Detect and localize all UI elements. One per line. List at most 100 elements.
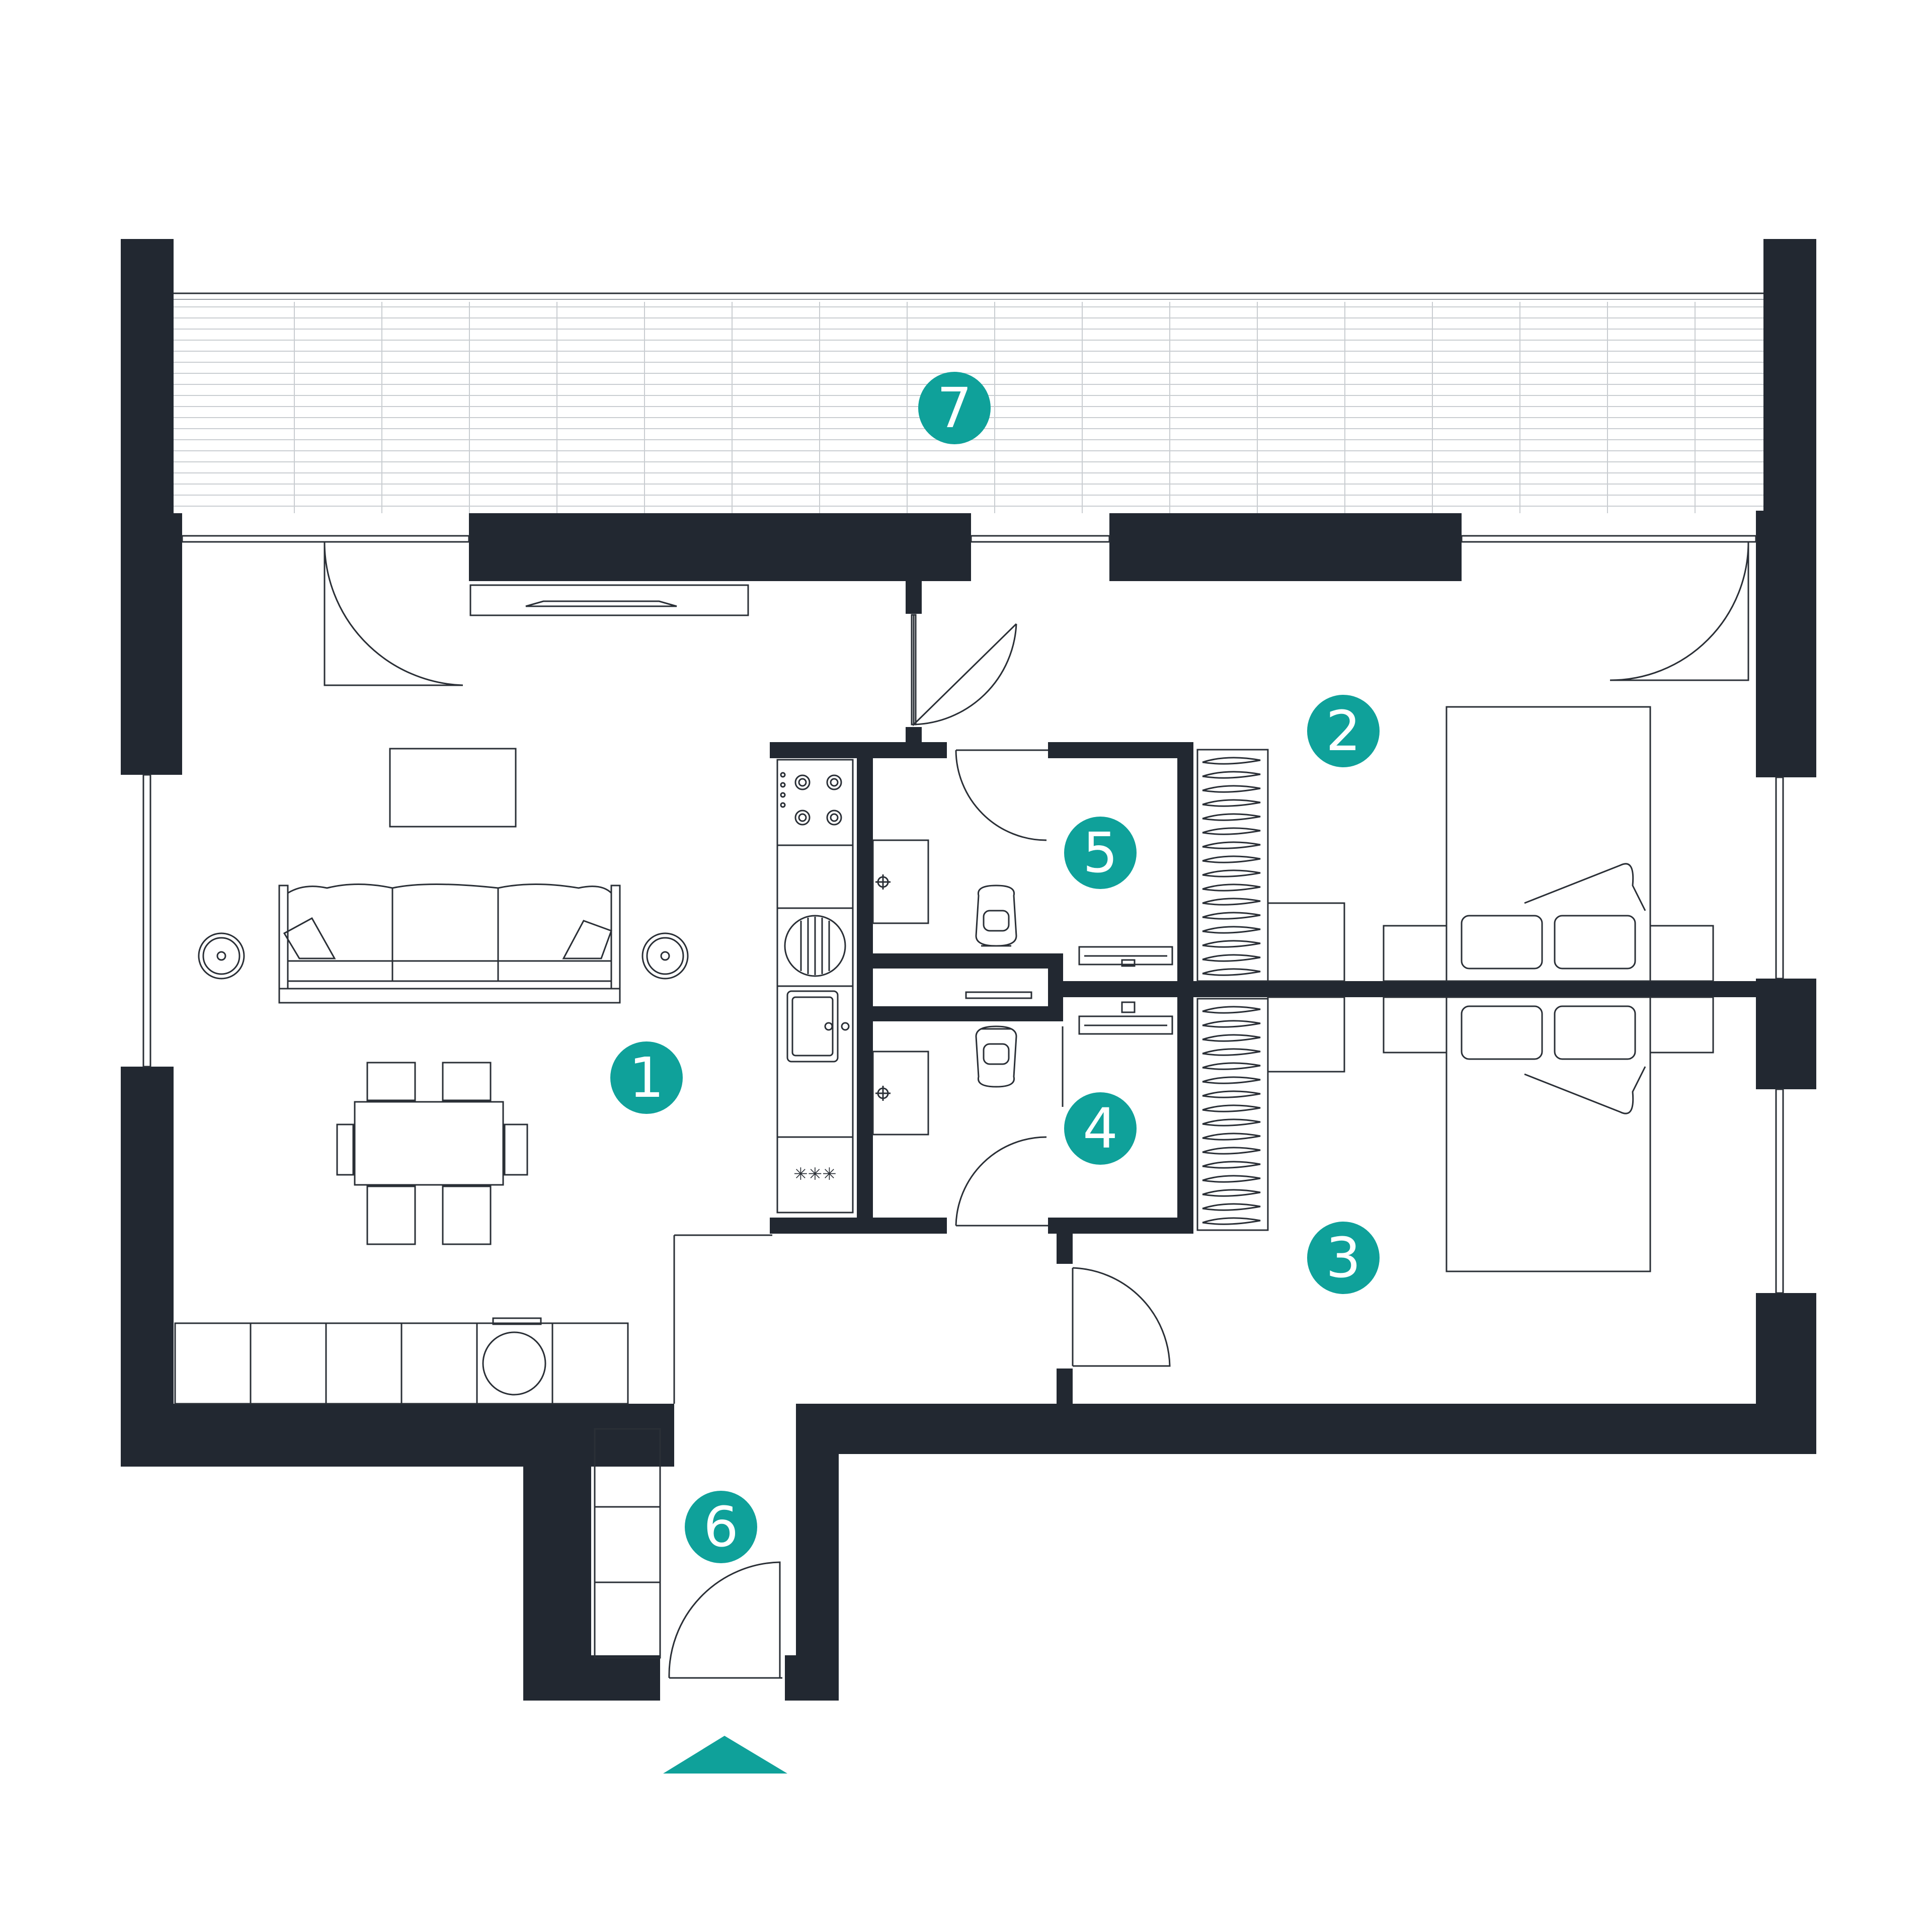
room-label-5: 5 bbox=[1064, 817, 1137, 889]
hanger-icon bbox=[1202, 757, 1261, 765]
tv-console bbox=[469, 584, 749, 616]
wall-bath-bottom bbox=[1048, 1218, 1192, 1234]
radiator bbox=[1078, 1015, 1173, 1035]
wall-terrace-right bbox=[1763, 239, 1816, 511]
hanger-icon bbox=[1202, 1118, 1261, 1126]
hanger-icon bbox=[1202, 1203, 1261, 1211]
wall-entry-left bbox=[523, 1404, 591, 1701]
hanger-icon bbox=[1202, 954, 1261, 962]
desk-bedroom-2 bbox=[1267, 902, 1345, 982]
washbasin-cabinet bbox=[872, 839, 929, 924]
hanger-icon bbox=[1202, 1034, 1261, 1042]
svg-text:3: 3 bbox=[1326, 1226, 1361, 1290]
room-label-1: 1 bbox=[610, 1041, 683, 1114]
chair bbox=[366, 1185, 416, 1245]
hanger-icon bbox=[1202, 799, 1261, 807]
hanger-icon bbox=[1202, 940, 1261, 948]
door-bedroom2-leaf bbox=[911, 614, 917, 726]
hanger-icon bbox=[1202, 785, 1261, 793]
doors bbox=[324, 541, 1749, 1679]
svg-text:4: 4 bbox=[1083, 1096, 1118, 1161]
room-label-6: 6 bbox=[685, 1491, 757, 1563]
hanger-icon bbox=[1202, 1020, 1261, 1028]
wall-wc-top bbox=[1048, 742, 1192, 758]
svg-text:2: 2 bbox=[1326, 699, 1361, 763]
balcony-door-bedroom bbox=[1609, 541, 1749, 681]
nightstand bbox=[1383, 996, 1447, 1054]
window-living-north bbox=[181, 535, 470, 543]
entrance-storage bbox=[594, 1428, 661, 1659]
hanger-icon bbox=[1202, 912, 1261, 920]
window-center-north bbox=[970, 535, 1110, 543]
toilet-icon bbox=[975, 1025, 1017, 1088]
side-lamp-right bbox=[641, 932, 689, 980]
hanger-icon bbox=[1202, 1133, 1261, 1141]
washbasin-tap-icon bbox=[875, 1086, 891, 1101]
chair bbox=[442, 1185, 492, 1245]
hanger-icon bbox=[1202, 1217, 1261, 1225]
wardrobe-bedroom-2 bbox=[1196, 749, 1269, 982]
bed-bedroom-3 bbox=[1383, 996, 1714, 1272]
bathroom bbox=[872, 991, 1173, 1136]
chair bbox=[366, 1062, 416, 1101]
pillow bbox=[1461, 1005, 1543, 1060]
hanger-icon bbox=[1202, 883, 1261, 892]
nightstand bbox=[1649, 996, 1714, 1054]
window-bedroom-north bbox=[1461, 535, 1757, 543]
wall-stub-door-top bbox=[906, 727, 922, 745]
dining-table bbox=[336, 1062, 528, 1245]
wall-stub-bed3-top bbox=[1057, 1234, 1073, 1264]
room-label-3: 3 bbox=[1307, 1222, 1380, 1294]
sofa-cushion-right bbox=[562, 920, 612, 959]
drainer-icon bbox=[784, 915, 846, 977]
pillow bbox=[1461, 915, 1543, 970]
sink-icon bbox=[786, 990, 850, 1063]
window-living-west bbox=[142, 774, 151, 1068]
fridge-icon: ✳✳✳ bbox=[793, 1164, 836, 1184]
hanger-icon bbox=[1202, 968, 1261, 976]
wardrobe-bedroom-3 bbox=[1196, 998, 1269, 1231]
washbasin-tap-icon bbox=[875, 874, 891, 890]
pillow bbox=[1554, 915, 1636, 970]
sofa bbox=[278, 883, 621, 1004]
hanger-icon bbox=[1202, 841, 1261, 849]
svg-text:1: 1 bbox=[629, 1045, 664, 1110]
door-bedroom2 bbox=[913, 615, 1017, 727]
wardrobes bbox=[1196, 749, 1269, 1231]
door-entrance bbox=[668, 1561, 782, 1679]
wall-north-block-right bbox=[1109, 513, 1462, 581]
interior-walls bbox=[770, 581, 1767, 1404]
hanger-icon bbox=[1202, 869, 1261, 877]
hanger-icon bbox=[1202, 1062, 1261, 1070]
chair bbox=[504, 1123, 528, 1176]
hanger-icon bbox=[1202, 898, 1261, 906]
wall-entry-left-foot bbox=[523, 1655, 660, 1701]
door-bathroom bbox=[955, 1136, 1048, 1227]
hanger-icon bbox=[1202, 1090, 1261, 1098]
washing-machine bbox=[482, 1331, 546, 1396]
hanger-icon bbox=[1202, 1147, 1261, 1155]
balcony-door-living bbox=[324, 541, 463, 686]
wall-shaft-top bbox=[857, 953, 1062, 969]
desk-bedroom-3 bbox=[1267, 996, 1345, 1073]
wall-south-right bbox=[796, 1404, 1816, 1454]
exterior-walls bbox=[121, 511, 1816, 1701]
nightstand bbox=[1649, 925, 1714, 982]
hanger-icon bbox=[1202, 855, 1261, 863]
window-bedroom3-east bbox=[1775, 1088, 1784, 1294]
shelf bbox=[965, 991, 1032, 999]
hanger-icon bbox=[1202, 1161, 1261, 1169]
toilet-icon bbox=[975, 884, 1017, 947]
hanger-icon bbox=[1202, 1189, 1261, 1197]
svg-text:5: 5 bbox=[1083, 821, 1118, 885]
tv-icon bbox=[525, 600, 677, 607]
wall-shaft-bottom bbox=[857, 1006, 1062, 1021]
windows bbox=[142, 535, 1784, 1294]
hanger-icon bbox=[1202, 1175, 1261, 1183]
bed-bedroom-2 bbox=[1383, 706, 1714, 982]
svg-text:6: 6 bbox=[703, 1495, 739, 1559]
wall-bedroom-divider bbox=[1048, 981, 1767, 997]
hanger-icon bbox=[1202, 1006, 1261, 1014]
wall-cabinets bbox=[174, 1317, 629, 1405]
kitchen: ✳✳✳ bbox=[776, 759, 854, 1214]
